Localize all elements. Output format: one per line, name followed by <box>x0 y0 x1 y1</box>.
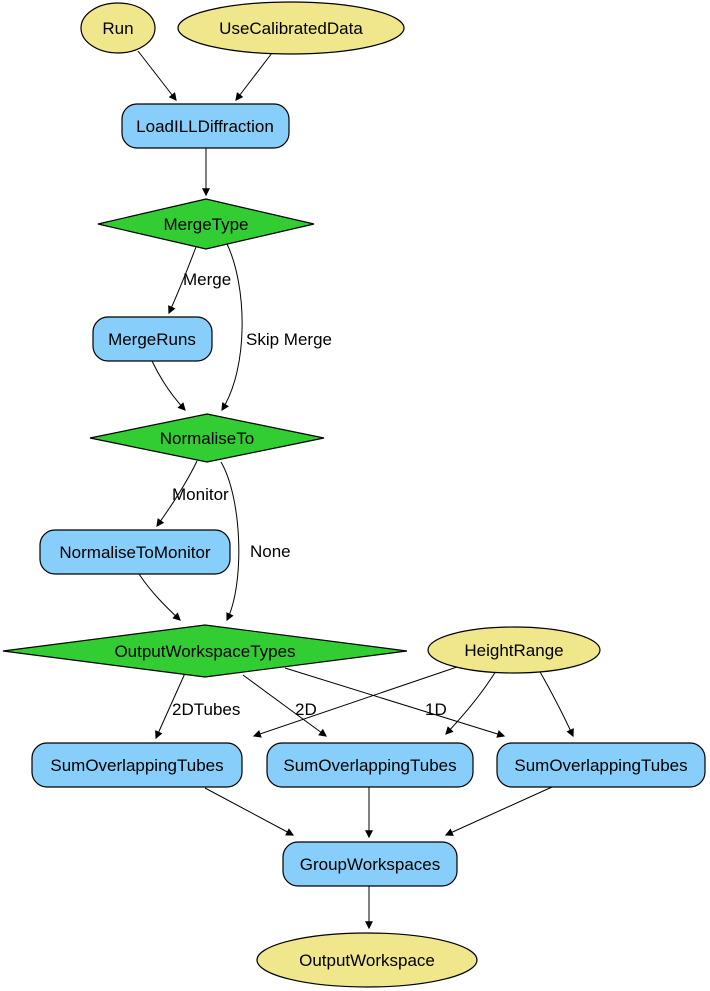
edge-label-none: None <box>250 542 291 561</box>
load-ill-diffraction-box <box>121 103 290 149</box>
load-ill-diffraction-label: LoadILLDiffraction <box>136 117 274 136</box>
edge-heightrange-to-sumoverlappingtubes-1d <box>538 669 574 738</box>
normalise-to-diamond <box>89 413 325 463</box>
sum-overlapping-tubes-2d-box <box>266 742 474 788</box>
edge-mergeruns-to-normaliseto <box>151 360 186 411</box>
edge-label-merge: Merge <box>183 270 231 289</box>
normalise-to-monitor-box <box>39 529 231 575</box>
normalise-to-label: NormaliseTo <box>160 429 254 448</box>
edge-labels: Merge Skip Merge Monitor None 2DTubes 2D… <box>172 270 447 719</box>
sum-overlapping-tubes-2dtubes-box <box>31 742 243 788</box>
edge-heightrange-to-sumoverlappingtubes-2d <box>445 670 497 735</box>
node-merge-runs: MergeRuns <box>92 316 213 362</box>
edge-normaliseto-to-outputworkspacetypes-none <box>220 461 240 622</box>
merge-type-label: MergeType <box>163 215 248 234</box>
output-workspace-label: OutputWorkspace <box>299 951 435 970</box>
node-height-range: HeightRange <box>427 626 601 674</box>
normalise-to-monitor-label: NormaliseToMonitor <box>59 543 210 562</box>
node-group-workspaces: GroupWorkspaces <box>282 841 458 887</box>
height-range-label: HeightRange <box>464 641 563 660</box>
node-output-workspace: OutputWorkspace <box>256 932 478 988</box>
edge-label-1d: 1D <box>425 700 447 719</box>
merge-runs-label: MergeRuns <box>108 330 196 349</box>
edge-sumoverlappingtubes2dtubes-to-groupworkspaces <box>204 787 295 836</box>
sum-overlapping-tubes-2dtubes-label: SumOverlappingTubes <box>50 756 223 775</box>
sum-overlapping-tubes-1d-label: SumOverlappingTubes <box>514 756 687 775</box>
use-calibrated-data-ellipse <box>177 1 405 55</box>
output-workspace-ellipse <box>256 932 478 988</box>
edge-label-skip-merge: Skip Merge <box>246 330 332 349</box>
edge-outputworkspacetypes-to-sumoverlappingtubes-2dtubes <box>155 670 187 740</box>
use-calibrated-data-label: UseCalibratedData <box>219 19 363 38</box>
edges <box>137 50 574 930</box>
edge-mergetype-to-normaliseto-skipmerge <box>221 243 243 412</box>
node-use-calibrated-data: UseCalibratedData <box>177 1 405 55</box>
node-output-workspace-types: OutputWorkspaceTypes <box>2 624 408 678</box>
group-workspaces-label: GroupWorkspaces <box>300 855 440 874</box>
node-load-ill-diffraction: LoadILLDiffraction <box>121 103 290 149</box>
merge-type-diamond <box>97 198 315 250</box>
run-label: Run <box>102 19 133 38</box>
edge-label-monitor: Monitor <box>172 485 229 504</box>
run-ellipse <box>80 2 156 54</box>
edge-usecalibrateddata-to-loadilldiffraction <box>235 52 273 101</box>
edge-mergetype-to-mergeruns <box>168 246 197 315</box>
node-sum-overlapping-tubes-2dtubes: SumOverlappingTubes <box>31 742 243 788</box>
edge-sumoverlappingtubes1d-to-groupworkspaces <box>444 786 553 836</box>
edge-outputworkspacetypes-to-sumoverlappingtubes-1d <box>284 667 506 738</box>
group-workspaces-box <box>282 841 458 887</box>
edge-normalisetomonitor-to-outputworkspacetypes <box>138 573 181 621</box>
node-sum-overlapping-tubes-1d: SumOverlappingTubes <box>496 742 706 788</box>
node-merge-type: MergeType <box>97 198 315 250</box>
merge-runs-box <box>92 316 213 362</box>
node-sum-overlapping-tubes-2d: SumOverlappingTubes <box>266 742 474 788</box>
sum-overlapping-tubes-1d-box <box>496 742 706 788</box>
node-normalise-to-monitor: NormaliseToMonitor <box>39 529 231 575</box>
edge-label-2d: 2D <box>295 700 317 719</box>
edge-label-2dtubes: 2DTubes <box>172 700 240 719</box>
node-normalise-to: NormaliseTo <box>89 413 325 463</box>
edge-outputworkspacetypes-to-sumoverlappingtubes-2d <box>242 674 327 737</box>
edge-heightrange-to-sumoverlappingtubes-2dtubes <box>252 666 458 738</box>
height-range-ellipse <box>427 626 601 674</box>
edge-run-to-loadilldiffraction <box>137 50 177 101</box>
edge-normaliseto-to-normalisetomonitor <box>156 460 198 527</box>
output-workspace-types-label: OutputWorkspaceTypes <box>114 642 295 661</box>
sum-overlapping-tubes-2d-label: SumOverlappingTubes <box>283 756 456 775</box>
node-run: Run <box>80 2 156 54</box>
output-workspace-types-diamond <box>2 624 408 678</box>
